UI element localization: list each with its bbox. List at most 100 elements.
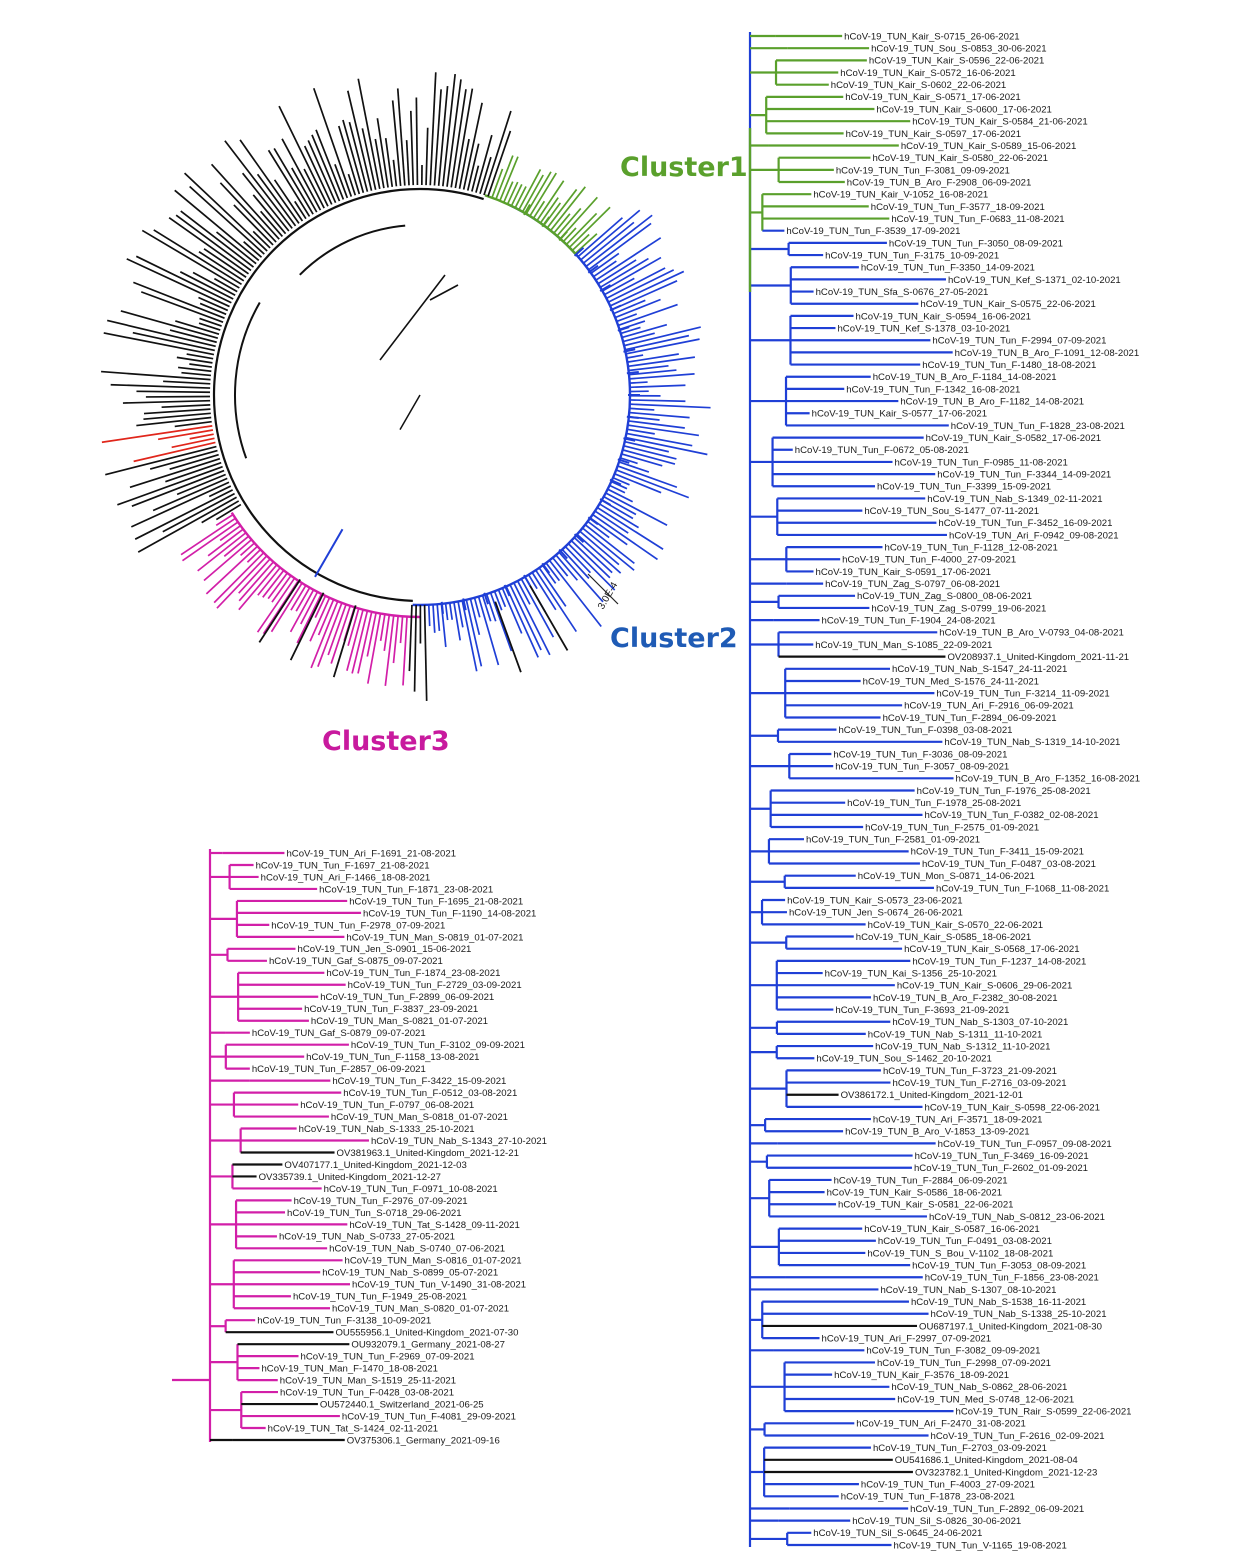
radial-branch [604,277,635,296]
tip-label: hCoV-19_TUN_Tun_F-3350_14-09-2021 [861,263,1035,274]
radial-branch [175,320,220,335]
tip-label: hCoV-19_TUN_Tun_F-1978_25-08-2021 [847,798,1021,809]
tip-label: hCoV-19_TUN_Tun_F-1949_25-08-2021 [293,1292,467,1303]
radial-branch [133,441,216,463]
radial-branch [623,437,636,442]
tip-label: OV208937.1_United-Kingdom_2021-11-21 [947,652,1129,663]
radial-branch [585,214,653,268]
tip-label: hCoV-19_TUN_Kair_S-0598_22-06-2021 [924,1102,1099,1113]
tip-label: hCoV-19_TUN_Kair_S-0600_17-06-2021 [876,104,1051,115]
radial-branch [587,264,599,274]
radial-branch [176,473,226,496]
radial-branch [558,548,568,560]
radial-branch [588,222,652,271]
radial-branch [141,229,240,289]
tip-label: hCoV-19_TUN_Ari_F-2997_07-09-2021 [822,1334,992,1345]
tip-label: OV407177.1_United-Kingdom_2021-12-03 [284,1160,466,1171]
radial-branch [303,145,333,205]
tip-label: hCoV-19_TUN_Nab_S-0862_28-06-2021 [891,1382,1067,1393]
radial-branch [198,296,229,312]
radial-branch [627,428,655,435]
radial-branch [546,188,578,229]
radial-branch [425,127,429,186]
tip-label: hCoV-19_TUN_Tun_F-2581_01-09-2021 [806,835,980,846]
tip-label: hCoV-19_TUN_Sfa_S-0676_27-05-2021 [816,287,989,298]
radial-branch [462,598,467,611]
radial-branch [513,582,551,656]
radial-branch [295,587,311,612]
radial-branch [201,500,240,524]
tip-label: hCoV-19_TUN_Tun_F-4003_27-09-2021 [861,1480,1035,1491]
radial-branch [469,598,481,636]
tip-label: hCoV-19_TUN_Tun_F-4081_29-09-2021 [342,1411,516,1422]
radial-branch [579,530,620,566]
tip-label: hCoV-19_TUN_Sil_S-0645_24-06-2021 [813,1528,982,1539]
tip-label: hCoV-19_TUN_Nab_S-1312_11-10-2021 [875,1041,1050,1052]
tip-label: hCoV-19_TUN_Tun_F-3422_15-09-2021 [332,1076,506,1087]
tip-label: hCoV-19_TUN_Tun_F-1874_23-08-2021 [326,968,500,979]
radial-branch [361,128,377,190]
tip-label: hCoV-19_TUN_Nab_S-0733_27-05-2021 [279,1232,455,1243]
tip-label: hCoV-19_TUN_Kair_F-3576_18-09-2021 [834,1370,1009,1381]
tip-label: hCoV-19_TUN_Mon_S-0871_14-06-2021 [858,871,1035,882]
radial-branch [181,371,211,377]
radial-branch [289,592,325,661]
tip-label: hCoV-19_TUN_Nab_S-1547_24-11-2021 [892,664,1067,675]
radial-branch [376,118,389,188]
radial-branch [594,510,629,534]
radial-branch [241,172,290,232]
radial-branch [628,420,685,429]
radial-branch [183,172,268,252]
radial-branch [213,277,238,293]
radial-branch [136,390,211,394]
tip-label: hCoV-19_TUN_Kair_S-0587_16-06-2021 [864,1224,1039,1235]
cluster1-cluster2-subtree: hCoV-19_TUN_Kair_S-0715_26-06-2021hCoV-1… [748,31,1140,1551]
radial-branch [627,356,696,368]
tip-label: hCoV-19_TUN_Gaf_S-0879_09-07-2021 [252,1028,426,1039]
radial-branch [607,488,634,503]
tip-label: hCoV-19_TUN_Tun_F-2575_01-09-2021 [865,822,1039,833]
radial-branch [256,577,296,633]
radial-branch [238,558,271,594]
radial-branch [485,593,497,622]
radial-branch [627,424,699,437]
radial-branch [462,102,483,190]
tip-label: hCoV-19_TUN_Tun_F-0957_09-08-2021 [938,1139,1112,1150]
tip-label: hCoV-19_TUN_Tun_F-0672_05-08-2021 [795,445,969,456]
radial-branch [629,403,711,409]
radial-branch [607,269,675,303]
radial-branch [129,457,221,489]
radial-branch [457,601,464,628]
radial-branch [587,520,610,539]
tip-label: hCoV-19_TUN_Kef_S-1371_02-10-2021 [948,275,1121,286]
radial-branch [532,200,546,219]
radial-branch [180,517,236,556]
radial-branch [616,313,638,323]
inner-clade-ring [234,302,261,459]
tip-label: hCoV-19_TUN_Nab_S-0812_23-06-2021 [929,1212,1105,1223]
tip-label: hCoV-19_TUN_Nab_S-1538_16-11-2021 [911,1297,1086,1308]
tip-label: hCoV-19_TUN_Nab_S-1338_25-10-2021 [931,1309,1107,1320]
radial-branch [518,169,542,211]
radial-branch [582,221,635,264]
radial-branch [437,86,449,186]
tip-label: hCoV-19_TUN_Tun_F-2857_06-09-2021 [252,1064,426,1075]
radial-branch [432,604,436,633]
radial-branch [174,420,212,428]
radial-branch [617,326,630,332]
tip-label: hCoV-19_TUN_Zag_S-0799_19-06-2021 [871,603,1046,614]
radial-branch [135,255,232,304]
radial-branch [197,532,247,572]
radial-branch [180,210,255,268]
tip-label: hCoV-19_TUN_Tun_F-2616_02-09-2021 [931,1431,1105,1442]
radial-branch [558,551,604,603]
tip-label: hCoV-19_TUN_Gaf_S-0875_09-07-2021 [269,956,443,967]
radial-branch [258,579,301,643]
radial-branch [215,503,242,521]
radial-branch [408,604,413,672]
tip-label: hCoV-19_TUN_Tun_F-0428_03-08-2021 [280,1387,454,1398]
radial-branch [626,371,639,375]
tip-label: hCoV-19_TUN_Tun_F-1976_25-08-2021 [917,786,1091,797]
tip-label: hCoV-19_TUN_Zag_S-0797_06-08-2021 [825,579,1000,590]
